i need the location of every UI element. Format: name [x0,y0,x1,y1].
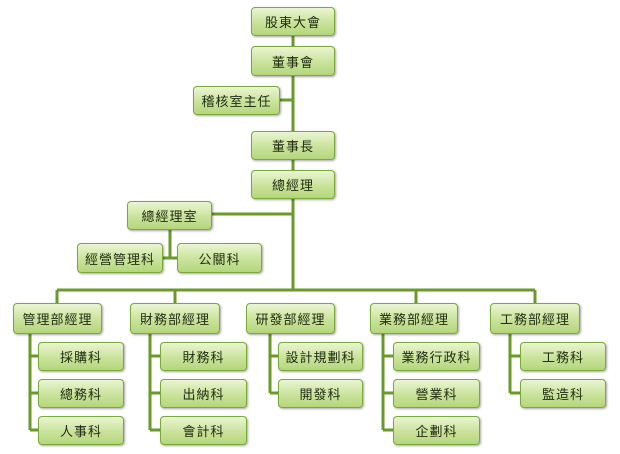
node-engineering: 工務科 [520,342,606,371]
node-admin-manager: 管理部經理 [13,303,102,334]
node-gm: 總經理 [251,170,335,199]
node-finance-manager: 財務部經理 [130,303,220,334]
node-engineering-manager: 工務部經理 [490,303,580,334]
node-audit: 稽核室主任 [193,86,280,115]
node-finance: 財務科 [160,342,247,371]
node-purchase: 採購科 [38,342,124,371]
node-pr: 公關科 [177,243,262,273]
node-shareholders: 股東大會 [251,7,335,36]
node-business: 營業科 [393,379,480,408]
node-general-affairs: 總務科 [38,379,124,408]
node-chairman: 董事長 [251,131,335,160]
node-cashier: 出納科 [160,379,247,408]
node-gm-office: 總經理室 [127,201,212,230]
node-rd-manager: 研發部經理 [246,303,335,334]
node-sales-admin: 業務行政科 [393,342,480,371]
node-hr: 人事科 [38,416,124,445]
node-sales-manager: 業務部經理 [370,303,458,334]
node-supervision: 監造科 [520,379,606,408]
node-mgmt-section: 經營管理科 [77,243,163,273]
node-board: 董事會 [251,46,335,76]
node-accounting: 會計科 [160,416,247,445]
node-planning: 企劃科 [393,416,480,445]
node-development: 開發科 [278,379,363,408]
node-design-planning: 設計規劃科 [278,342,363,371]
